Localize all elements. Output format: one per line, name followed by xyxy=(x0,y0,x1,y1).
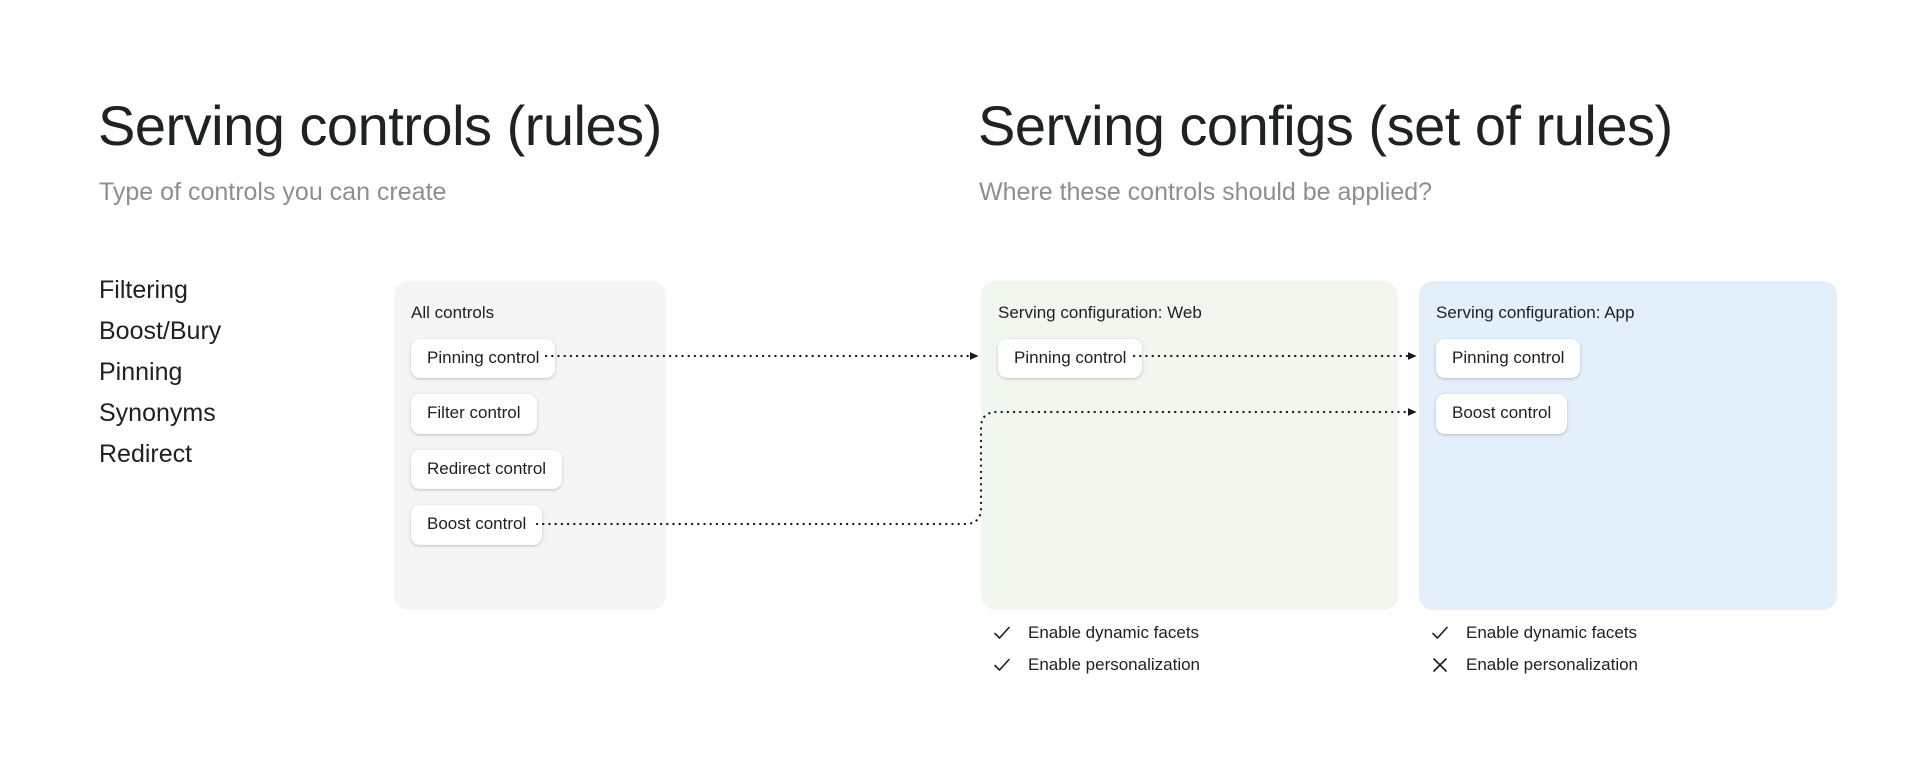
all-controls-chip-stack: Pinning control Filter control Redirect … xyxy=(411,339,563,545)
serving-config-web-chip-stack: Pinning control xyxy=(998,339,1143,379)
serving-config-app-panel: Serving configuration: App Pinning contr… xyxy=(1419,281,1837,610)
control-type-boost-bury: Boost/Bury xyxy=(99,317,222,345)
setting-label-app-dynamic-facets: Enable dynamic facets xyxy=(1466,623,1638,642)
right-section-subtitle: Where these controls should be applied? xyxy=(979,178,1433,206)
app-pinning-control[interactable]: Pinning control xyxy=(1436,339,1581,379)
setting-label-app-personalization: Enable personalization xyxy=(1466,655,1639,674)
control-type-redirect: Redirect xyxy=(99,440,193,468)
setting-label-web-dynamic-facets: Enable dynamic facets xyxy=(1028,623,1200,642)
serving-config-app-chip-stack: Pinning control Boost control xyxy=(1436,339,1581,434)
control-type-pinning: Pinning xyxy=(99,358,183,386)
left-section-title: Serving controls (rules) xyxy=(98,94,662,157)
serving-config-web-title: Serving configuration: Web xyxy=(998,303,1202,322)
serving-config-app-title: Serving configuration: App xyxy=(1436,303,1635,322)
setting-row-app-dynamic-facets[interactable]: Enable dynamic facets xyxy=(1430,622,1638,644)
setting-row-app-personalization[interactable]: Enable personalization xyxy=(1430,654,1638,676)
serving-config-web-panel: Serving configuration: Web Pinning contr… xyxy=(981,281,1398,610)
all-controls-redirect-control[interactable]: Redirect control xyxy=(411,449,563,490)
control-type-synonyms: Synonyms xyxy=(99,399,216,427)
serving-config-app-settings: Enable dynamic facets Enable personaliza… xyxy=(1430,622,1638,676)
left-section-subtitle: Type of controls you can create xyxy=(99,178,447,206)
app-boost-control[interactable]: Boost control xyxy=(1436,394,1568,434)
all-controls-pinning-control[interactable]: Pinning control xyxy=(411,339,556,379)
control-types-list: Filtering Boost/Bury Pinning Synonyms Re… xyxy=(99,270,359,475)
setting-label-web-personalization: Enable personalization xyxy=(1028,655,1201,674)
right-section-title: Serving configs (set of rules) xyxy=(978,94,1673,157)
setting-row-web-personalization[interactable]: Enable personalization xyxy=(992,654,1200,676)
check-icon xyxy=(994,658,1010,671)
check-icon xyxy=(994,626,1010,639)
check-icon xyxy=(1432,626,1448,639)
all-controls-filter-control[interactable]: Filter control xyxy=(411,394,537,434)
all-controls-boost-control[interactable]: Boost control xyxy=(411,505,543,545)
web-pinning-control[interactable]: Pinning control xyxy=(998,339,1143,379)
setting-row-web-dynamic-facets[interactable]: Enable dynamic facets xyxy=(992,622,1200,644)
serving-config-web-settings: Enable dynamic facets Enable personaliza… xyxy=(992,622,1200,676)
all-controls-panel: All controls Pinning control Filter cont… xyxy=(394,281,666,610)
control-type-filtering: Filtering xyxy=(99,276,188,304)
cross-icon xyxy=(1433,658,1447,672)
all-controls-panel-title: All controls xyxy=(411,303,495,322)
